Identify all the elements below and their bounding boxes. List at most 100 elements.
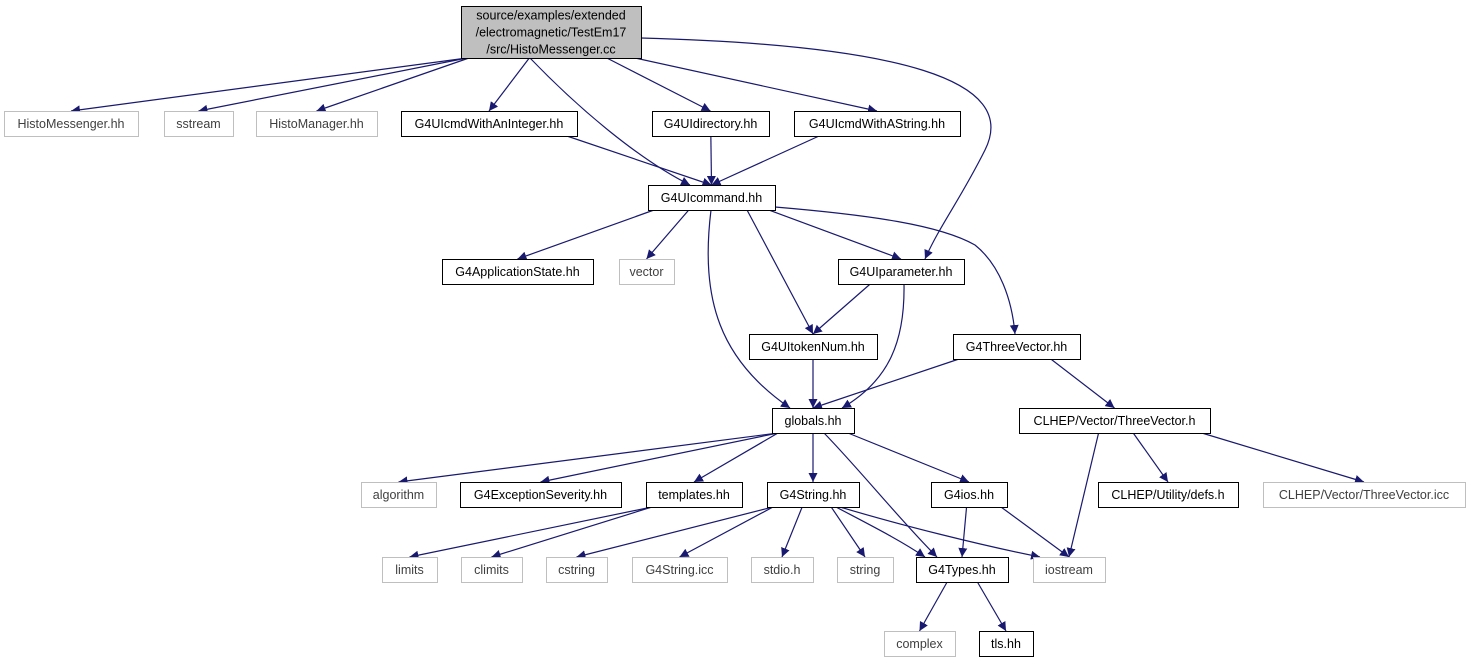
node-g4threevector[interactable]: G4ThreeVector.hh <box>953 334 1081 360</box>
edge-globals-to-g4exceptionseverity <box>540 432 779 485</box>
node-box <box>794 111 961 137</box>
node-label: stdio.h <box>764 563 801 577</box>
edge-g4types-to-complex <box>918 581 948 632</box>
edge-g4uicmdwithastring-to-g4uicommand <box>711 135 820 186</box>
edge-root-to-histomanager_hh <box>316 57 470 113</box>
node-label: G4String.icc <box>645 563 713 577</box>
node-label: G4String.hh <box>780 488 847 502</box>
node-box <box>884 631 956 657</box>
edge-globals-to-g4types <box>823 432 938 558</box>
node-g4exceptionseverity[interactable]: G4ExceptionSeverity.hh <box>460 482 622 508</box>
edge-g4uiparameter-to-globals <box>841 283 905 409</box>
node-label: HistoMessenger.hh <box>17 117 124 131</box>
edge-g4string-to-stdio_h <box>781 506 803 558</box>
edge-root-to-g4uicommand <box>529 57 691 186</box>
node-box <box>256 111 378 137</box>
node-histomessenger_hh: HistoMessenger.hh <box>4 111 139 137</box>
node-g4uiparameter[interactable]: G4UIparameter.hh <box>838 259 965 285</box>
edge-g4string-to-g4string_icc <box>679 506 774 558</box>
node-label: G4Types.hh <box>928 563 995 577</box>
node-g4uicmdwithastring[interactable]: G4UIcmdWithAString.hh <box>794 111 961 137</box>
node-label: sstream <box>176 117 220 131</box>
edge-clhep_threevector_h-to-clhep_threevector_icc <box>1201 432 1365 484</box>
node-label: algorithm <box>373 488 424 502</box>
edge-g4uidirectory-to-g4uicommand <box>706 135 716 186</box>
edge-templates-to-limits <box>409 506 653 560</box>
edge-globals-to-templates <box>693 432 779 483</box>
node-label: string <box>850 563 881 577</box>
edge-root-to-g4uicmdwithaninteger <box>488 57 530 112</box>
node-label: G4UItokenNum.hh <box>761 340 865 354</box>
node-label: G4ExceptionSeverity.hh <box>474 488 607 502</box>
node-label: vector <box>629 265 663 279</box>
node-label: iostream <box>1045 563 1093 577</box>
node-box <box>931 482 1008 508</box>
node-g4uicommand[interactable]: G4UIcommand.hh <box>648 185 776 211</box>
node-climits: climits <box>461 557 523 583</box>
edge-globals-to-g4ios <box>847 432 970 483</box>
node-clhep_defs[interactable]: CLHEP/Utility/defs.h <box>1098 482 1239 508</box>
node-box <box>1019 408 1211 434</box>
node-label: tls.hh <box>991 637 1021 651</box>
edge-clhep_threevector_h-to-iostream <box>1066 432 1100 558</box>
node-iostream: iostream <box>1033 557 1106 583</box>
edge-g4threevector-to-clhep_threevector_h <box>1050 358 1115 409</box>
node-box <box>772 408 855 434</box>
edge-templates-to-climits <box>491 506 653 559</box>
node-label: G4ios.hh <box>944 488 994 502</box>
edge-g4uicmdwithaninteger-to-g4uicommand <box>566 135 712 187</box>
node-globals[interactable]: globals.hh <box>772 408 855 434</box>
node-g4applicationstate[interactable]: G4ApplicationState.hh <box>442 259 594 285</box>
node-string: string <box>837 557 894 583</box>
edge-clhep_threevector_h-to-clhep_defs <box>1132 432 1169 483</box>
node-box <box>646 482 743 508</box>
node-label: source/examples/extended <box>476 9 625 23</box>
node-root[interactable]: source/examples/extended/electromagnetic… <box>461 6 642 59</box>
node-box <box>953 334 1081 360</box>
node-algorithm: algorithm <box>361 482 437 508</box>
node-cstring: cstring <box>546 557 608 583</box>
node-vector: vector <box>619 259 675 285</box>
node-label: G4UIcmdWithAnInteger.hh <box>415 117 564 131</box>
edge-root-to-g4uicmdwithastring <box>634 57 878 114</box>
node-box <box>164 111 234 137</box>
node-box <box>632 557 728 583</box>
node-box <box>401 111 578 137</box>
edge-g4uicommand-to-g4applicationstate <box>517 209 655 261</box>
node-box <box>361 482 437 508</box>
node-box <box>442 259 594 285</box>
node-g4uicmdwithaninteger[interactable]: G4UIcmdWithAnInteger.hh <box>401 111 578 137</box>
edge-g4threevector-to-globals <box>812 358 960 410</box>
node-label: HistoManager.hh <box>269 117 364 131</box>
node-g4ios[interactable]: G4ios.hh <box>931 482 1008 508</box>
node-box <box>1263 482 1466 508</box>
node-label: G4UIcmdWithAString.hh <box>809 117 945 131</box>
edge-g4uicommand-to-g4threevector <box>774 206 1019 335</box>
node-g4uidirectory[interactable]: G4UIdirectory.hh <box>652 111 770 137</box>
node-templates[interactable]: templates.hh <box>646 482 743 508</box>
node-g4uitokennum[interactable]: G4UItokenNum.hh <box>749 334 878 360</box>
node-box <box>619 259 675 285</box>
node-label: templates.hh <box>658 488 730 502</box>
node-label: G4UIdirectory.hh <box>664 117 758 131</box>
edge-g4ios-to-iostream <box>1000 506 1070 558</box>
node-box <box>382 557 438 583</box>
node-clhep_threevector_icc: CLHEP/Vector/ThreeVector.icc <box>1263 482 1466 508</box>
edges-layer <box>70 37 1365 632</box>
edge-g4string-to-iostream <box>839 506 1041 560</box>
node-box <box>838 259 965 285</box>
node-g4string_icc: G4String.icc <box>632 557 728 583</box>
node-label: G4ApplicationState.hh <box>455 265 579 279</box>
node-label: /src/HistoMessenger.cc <box>486 43 615 57</box>
edge-g4uicommand-to-g4uiparameter <box>768 209 902 261</box>
node-tls[interactable]: tls.hh <box>979 631 1034 657</box>
node-box <box>652 111 770 137</box>
node-clhep_threevector_h[interactable]: CLHEP/Vector/ThreeVector.h <box>1019 408 1211 434</box>
node-g4string[interactable]: G4String.hh <box>767 482 860 508</box>
node-box <box>1033 557 1106 583</box>
node-box <box>916 557 1009 583</box>
node-box <box>751 557 814 583</box>
node-g4types[interactable]: G4Types.hh <box>916 557 1009 583</box>
edge-g4uicommand-to-g4uitokennum <box>746 209 814 335</box>
edge-g4uicommand-to-vector <box>646 209 690 260</box>
